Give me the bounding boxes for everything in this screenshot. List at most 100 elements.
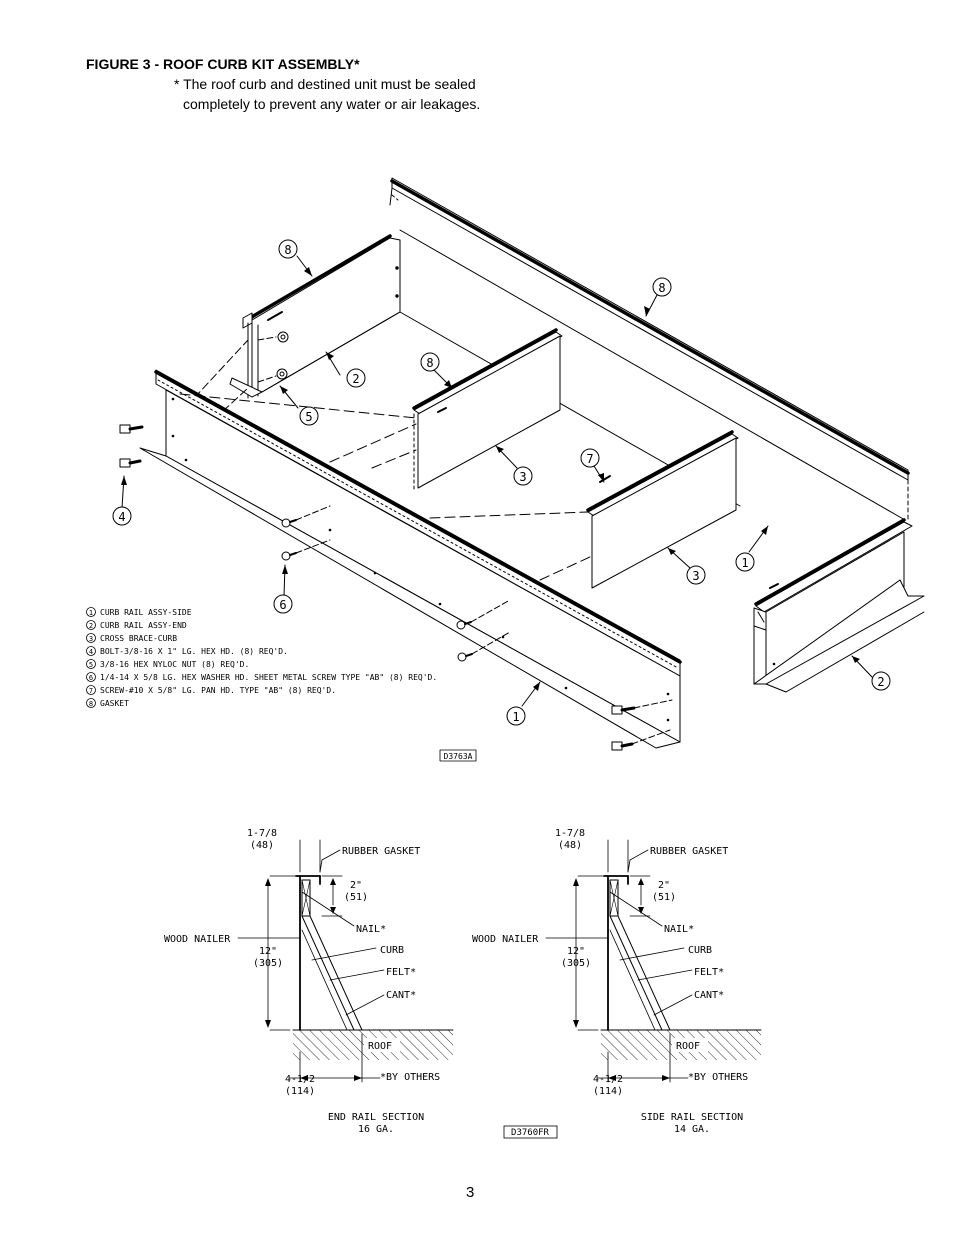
svg-text:5: 5 <box>89 661 93 669</box>
note-line-1: * The roof curb and destined unit must b… <box>174 76 476 92</box>
screw-front-3 <box>456 620 472 630</box>
label-curb: CURB <box>688 945 712 956</box>
svg-text:3: 3 <box>519 470 526 484</box>
cross-brace-2 <box>586 430 739 589</box>
screw-front-1 <box>281 518 297 528</box>
dim-top: 1-7/8 <box>247 828 277 839</box>
label-nail: NAIL* <box>664 924 694 935</box>
svg-text:8: 8 <box>426 356 433 370</box>
dim-height-mm: (305) <box>561 958 591 969</box>
dimension-lines <box>237 839 385 1083</box>
svg-text:2: 2 <box>352 372 359 386</box>
section-caption: SIDE RAIL SECTION <box>641 1112 743 1123</box>
callout-2-upper: 2 <box>346 368 366 388</box>
svg-text:CURB RAIL ASSY-SIDE: CURB RAIL ASSY-SIDE <box>100 608 192 617</box>
section-geometry <box>292 875 454 1060</box>
svg-text:CURB RAIL ASSY-END: CURB RAIL ASSY-END <box>100 621 187 630</box>
svg-text:1: 1 <box>741 556 748 570</box>
dimension-arrows <box>573 878 670 1081</box>
svg-text:8: 8 <box>284 243 291 257</box>
figure-title: FIGURE 3 - ROOF CURB KIT ASSEMBLY* <box>86 56 360 72</box>
svg-text:2: 2 <box>89 622 93 630</box>
assembly-drawing-id: D3763A <box>439 749 477 762</box>
section-drawing-id: D3760FR <box>503 1125 558 1139</box>
dim-top-mm: (48) <box>558 840 582 851</box>
label-cant: CANT* <box>386 990 416 1001</box>
dim-gasket: 2" <box>658 880 670 891</box>
label-wood-nailer: WOOD NAILER <box>164 934 231 945</box>
callout-1-right: 1 <box>735 552 755 572</box>
section-views: 1-7/8 (48) RUBBER GASKET 2" (51) NAIL* W… <box>164 828 762 1139</box>
svg-text:1: 1 <box>512 710 519 724</box>
legend-item: 1 CURB RAIL ASSY-SIDE <box>86 607 192 617</box>
label-roof: ROOF <box>676 1041 700 1052</box>
svg-text:D3760FR: D3760FR <box>511 1128 550 1138</box>
dim-bottom-mm: (114) <box>285 1086 315 1097</box>
label-felt: FELT* <box>694 967 724 978</box>
dim-top: 1-7/8 <box>555 828 585 839</box>
label-curb: CURB <box>380 945 404 956</box>
leader-arrowheads <box>121 267 860 691</box>
dim-gasket: 2" <box>350 880 362 891</box>
callout-7: 7 <box>580 448 600 468</box>
end-rail-section: 1-7/8 (48) RUBBER GASKET 2" (51) NAIL* W… <box>164 828 454 1135</box>
label-felt: FELT* <box>386 967 416 978</box>
svg-text:3: 3 <box>89 635 93 643</box>
bolt-front-right-2 <box>611 741 634 751</box>
label-wood-nailer: WOOD NAILER <box>472 934 539 945</box>
svg-text:7: 7 <box>89 687 93 695</box>
svg-text:CROSS BRACE-CURB: CROSS BRACE-CURB <box>100 634 177 643</box>
label-roof: ROOF <box>368 1041 392 1052</box>
svg-text:GASKET: GASKET <box>100 699 129 708</box>
callout-3-lower: 3 <box>686 565 706 585</box>
bolts-and-screws <box>119 424 673 751</box>
svg-text:7: 7 <box>586 452 593 466</box>
page-number: 3 <box>466 1184 475 1201</box>
svg-text:1/4-14 X 5/8 LG. HEX WASHER HD: 1/4-14 X 5/8 LG. HEX WASHER HD. SHEET ME… <box>100 673 437 682</box>
dim-height: 12" <box>567 946 585 957</box>
legend-item: 2 CURB RAIL ASSY-END <box>86 620 187 630</box>
dim-bottom: 4-1/2 <box>285 1074 315 1085</box>
side-rail-section: 1-7/8 (48) RUBBER GASKET 2" (51) NAIL* W… <box>472 828 762 1135</box>
dim-height-mm: (305) <box>253 958 283 969</box>
cross-brace-1 <box>412 328 563 491</box>
screw-front-4 <box>457 652 473 662</box>
near-side-rail <box>139 369 682 749</box>
section-gauge: 16 GA. <box>358 1124 394 1135</box>
screw-front-2 <box>281 551 297 561</box>
bolt-front-right-1 <box>611 705 636 715</box>
label-by-others: *BY OTHERS <box>380 1072 440 1083</box>
dim-gasket-mm: (51) <box>652 892 676 903</box>
callout-1-lower: 1 <box>506 706 526 726</box>
bolt-top-left <box>119 424 144 434</box>
figure-note: * The roof curb and destined unit must b… <box>174 74 480 114</box>
callout-2-lower: 2 <box>871 671 891 691</box>
dimension-arrows <box>265 878 362 1081</box>
svg-text:8: 8 <box>89 700 93 708</box>
section-gauge: 14 GA. <box>674 1124 710 1135</box>
svg-text:SCREW-#10 X 5/8" LG. PAN HD. T: SCREW-#10 X 5/8" LG. PAN HD. TYPE "AB" (… <box>100 686 336 695</box>
legend-item: 3 CROSS BRACE-CURB <box>86 633 177 643</box>
callout-8-right: 8 <box>652 277 672 297</box>
parts-legend: 1 CURB RAIL ASSY-SIDE 2 CURB RAIL ASSY-END… <box>86 607 437 708</box>
bolt-mid-left <box>119 458 142 468</box>
callout-3-upper: 3 <box>513 466 533 486</box>
svg-text:5: 5 <box>305 410 312 424</box>
callout-8-middle: 8 <box>420 352 440 372</box>
svg-text:3: 3 <box>692 569 699 583</box>
section-geometry <box>600 875 762 1060</box>
dim-gasket-mm: (51) <box>344 892 368 903</box>
label-cant: CANT* <box>694 990 724 1001</box>
svg-text:1: 1 <box>89 609 93 617</box>
dim-bottom-mm: (114) <box>593 1086 623 1097</box>
dim-height: 12" <box>259 946 277 957</box>
construction-lines <box>179 393 593 581</box>
svg-text:6: 6 <box>279 598 286 612</box>
end-rail-right <box>753 518 925 693</box>
note-line-2: completely to prevent any water or air l… <box>183 96 481 112</box>
label-by-others: *BY OTHERS <box>688 1072 748 1083</box>
